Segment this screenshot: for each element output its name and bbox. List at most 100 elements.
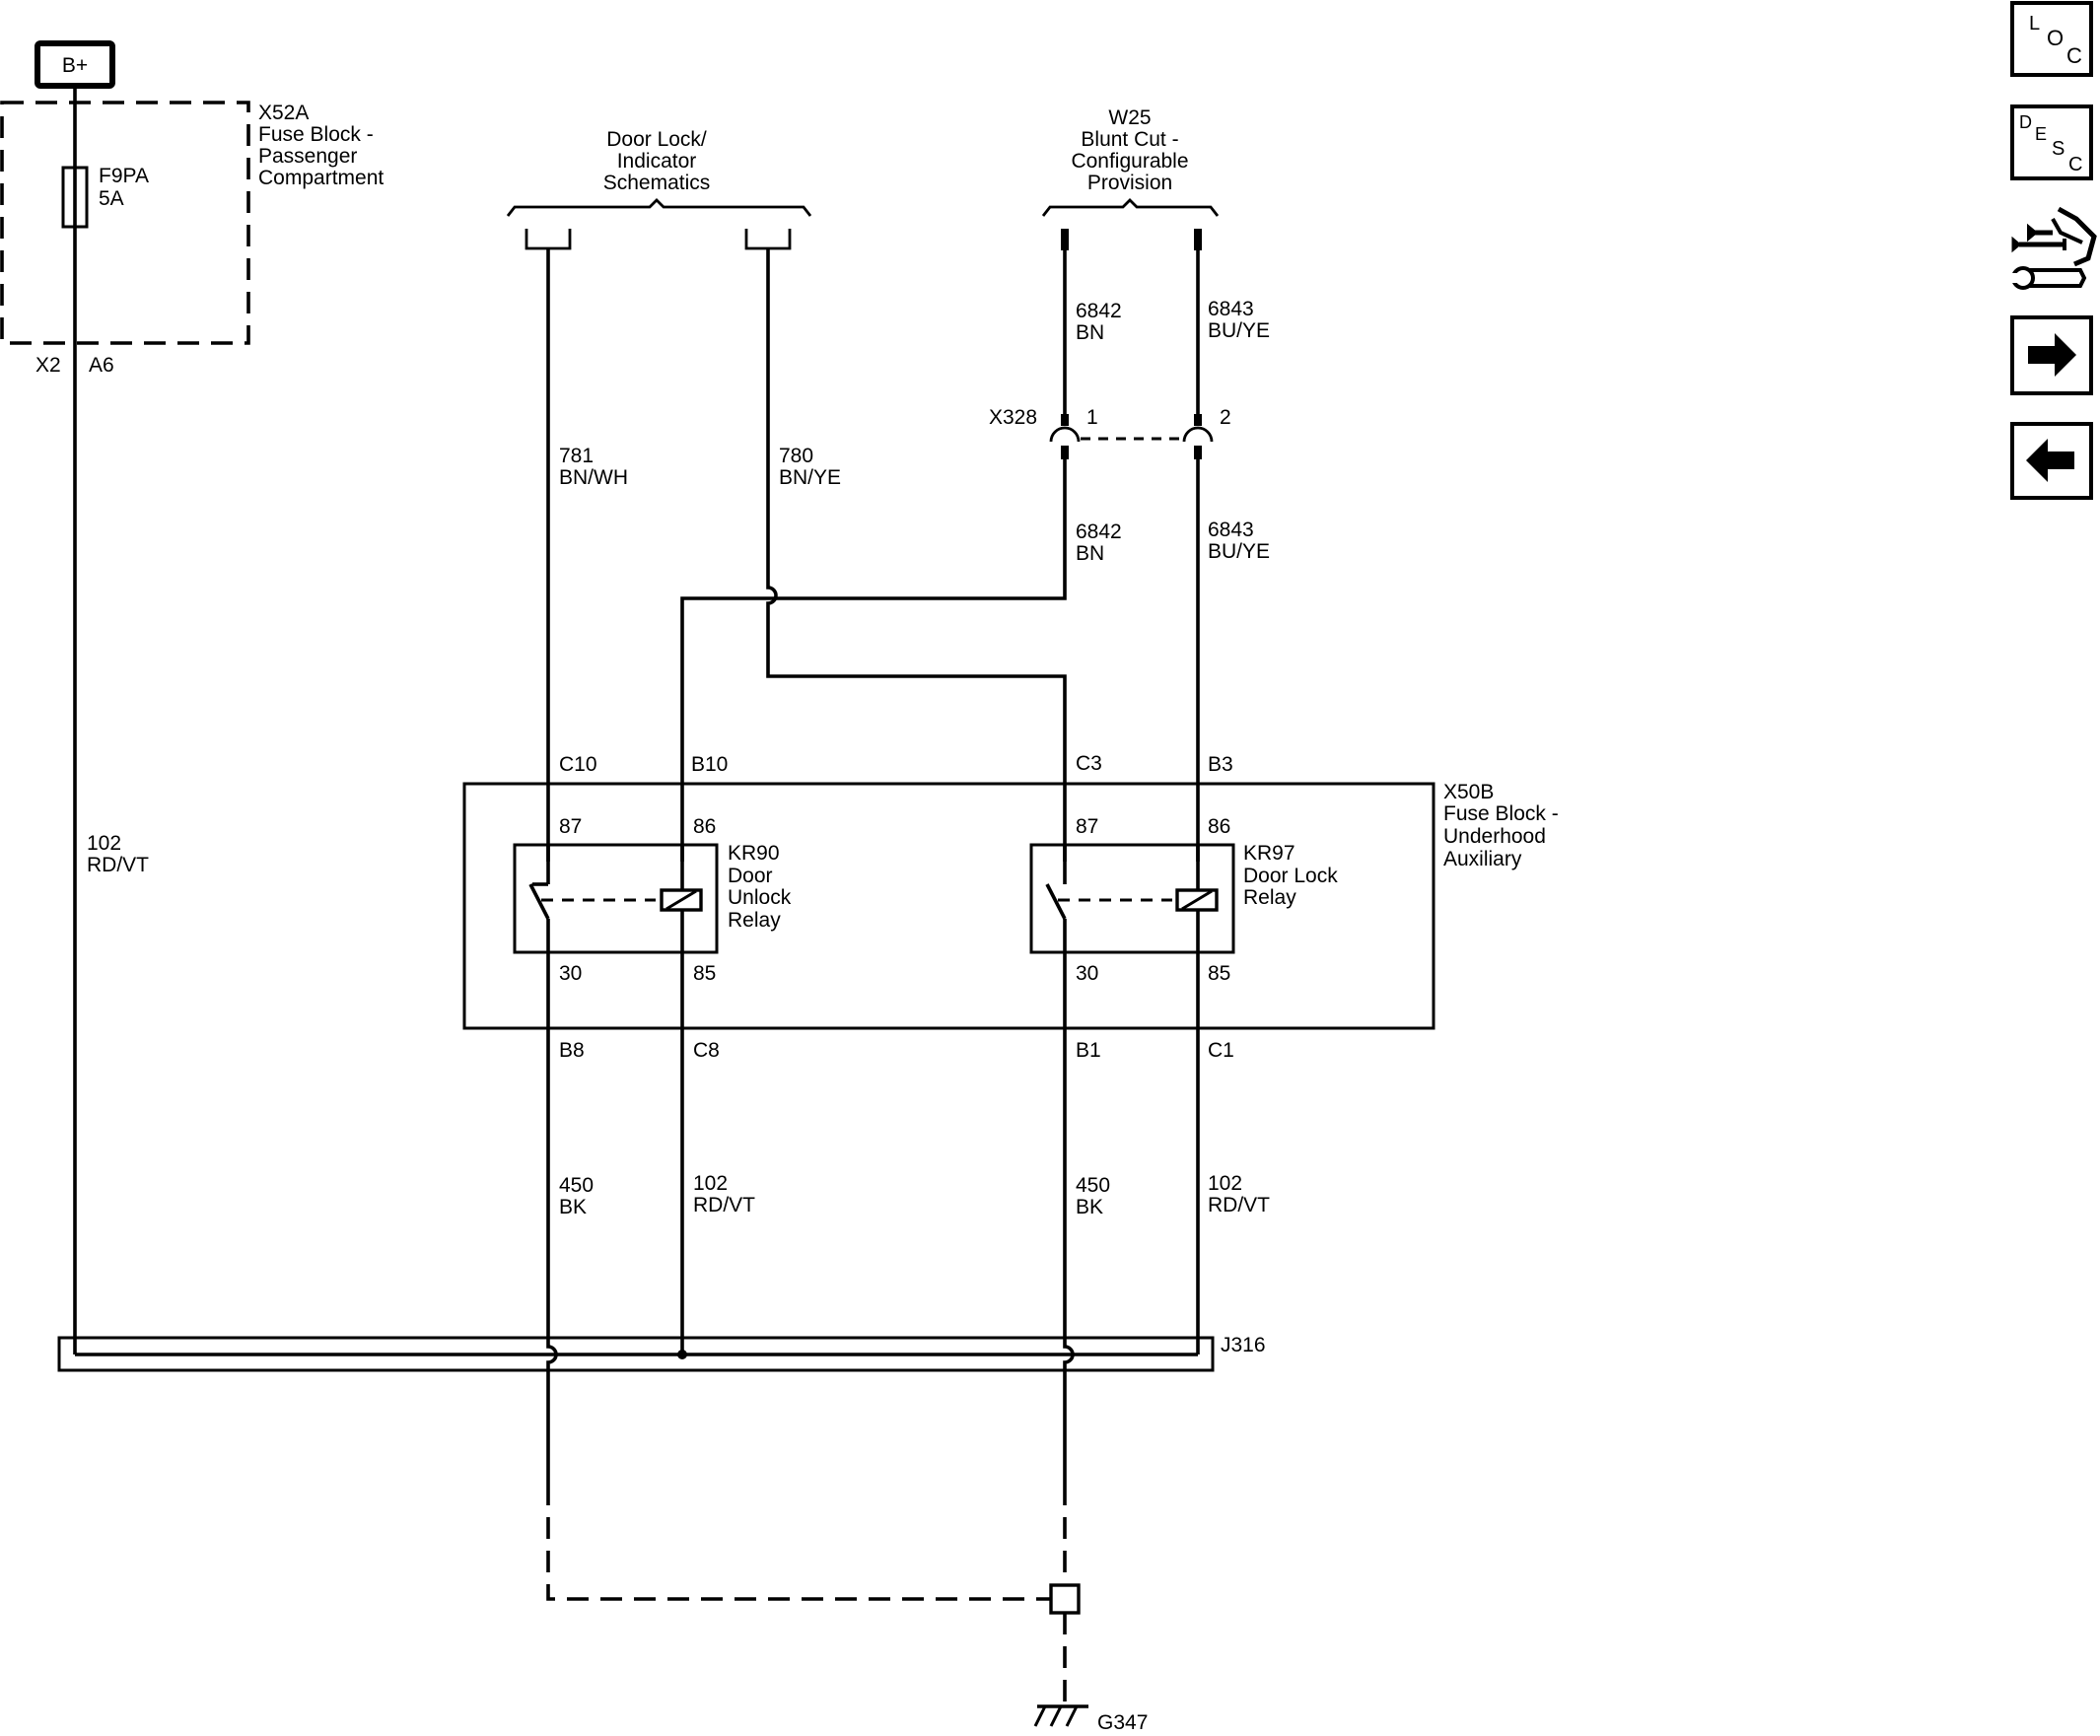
pin-b10: B10 — [691, 753, 728, 776]
power-source: B+ — [35, 40, 115, 89]
fuse-block-passenger-desc3: Compartment — [258, 167, 384, 189]
pin-c8: C8 — [693, 1039, 720, 1062]
x328-id: X328 — [989, 406, 1037, 429]
wire-6842-top-color: BN — [1076, 321, 1104, 344]
x328-pin1: 1 — [1086, 406, 1098, 429]
door-lock-schematics-line2: Indicator — [617, 150, 697, 173]
wire-6843-top-circuit: 6843 — [1208, 298, 1254, 320]
connector-781-socket — [525, 229, 572, 250]
loc-button[interactable]: L O C — [2010, 1, 2093, 77]
arrow-right-icon — [2028, 333, 2076, 377]
desc-button[interactable]: D E S C — [2010, 104, 2093, 180]
wire-450-unlock — [546, 952, 558, 1484]
fuse-block-passenger-desc2: Passenger — [258, 145, 357, 168]
door-lock-schematics-line3: Schematics — [603, 172, 711, 194]
kr90-line3: Relay — [728, 909, 781, 932]
wire-6842-bottom-color: BN — [1076, 542, 1104, 565]
wire-450-b-circuit: 450 — [1076, 1174, 1110, 1197]
pin-b1: B1 — [1076, 1039, 1101, 1062]
loc-letter-l: L — [2029, 13, 2040, 35]
connector-wrench-icon[interactable] — [2011, 206, 2097, 290]
kr97-id: KR97 — [1243, 842, 1295, 865]
kr90-pin85: 85 — [693, 962, 716, 985]
wire-6842-top-circuit: 6842 — [1076, 300, 1122, 322]
w25-line2: Configurable — [1071, 150, 1188, 173]
pin-c3: C3 — [1076, 752, 1102, 775]
relay-kr97 — [1029, 843, 1235, 954]
pin-b3: B3 — [1208, 753, 1233, 776]
kr90-line2: Unlock — [728, 886, 792, 909]
fuse-block-underhood-id: X50B — [1443, 781, 1494, 803]
w25-bracket — [1041, 198, 1220, 217]
kr90-id: KR90 — [728, 842, 780, 865]
wire-780 — [766, 248, 1067, 862]
ground-symbol — [1033, 1704, 1088, 1727]
pin-c1: C1 — [1208, 1039, 1234, 1062]
wire-102-left-circuit: 102 — [87, 832, 121, 855]
kr90-pin87: 87 — [559, 815, 582, 838]
door-lock-schematics-line1: Door Lock/ — [606, 128, 707, 151]
fuse-block-underhood-desc1: Fuse Block - — [1443, 802, 1559, 825]
fuse-block-underhood-outline — [462, 782, 1435, 1030]
wire-102-b-color: RD/VT — [1208, 1194, 1270, 1216]
w25-id: W25 — [1108, 106, 1151, 129]
kr97-pin85: 85 — [1208, 962, 1230, 985]
fuse-block-underhood-desc3: Auxiliary — [1443, 848, 1522, 870]
desc-letter-d: D — [2019, 112, 2032, 132]
wire-102-a-color: RD/VT — [693, 1194, 755, 1216]
pin-b8: B8 — [559, 1039, 585, 1062]
fuse-block-passenger-outline — [0, 101, 250, 345]
fuse-pin-connector: X2 — [35, 354, 61, 377]
desc-letter-c: C — [2068, 154, 2082, 175]
wire-780-circuit: 780 — [779, 445, 813, 467]
splice-j316-id: J316 — [1221, 1334, 1266, 1356]
wire-6843-bottom-color: BU/YE — [1208, 540, 1270, 563]
relay-kr90 — [513, 843, 719, 954]
fuse-pin-number: A6 — [89, 354, 114, 377]
loc-letter-c: C — [2066, 43, 2082, 68]
door-lock-schematics-bracket — [506, 198, 812, 217]
ground-connector-box — [1049, 1583, 1081, 1615]
wire-102-a-circuit: 102 — [693, 1172, 728, 1195]
wire-450-lock — [1063, 952, 1075, 1484]
wire-6843-bottom-circuit: 6843 — [1208, 519, 1254, 541]
desc-letter-s: S — [2052, 138, 2065, 160]
wire-6843-top-color: BU/YE — [1208, 319, 1270, 342]
w25-line3: Provision — [1087, 172, 1172, 194]
next-button[interactable] — [2010, 315, 2093, 395]
kr90-pin30: 30 — [559, 962, 582, 985]
wire-780-color: BN/YE — [779, 466, 841, 489]
arrow-left-icon — [2026, 439, 2074, 482]
wire-781-color: BN/WH — [559, 466, 628, 489]
kr97-pin87: 87 — [1076, 815, 1098, 838]
wire-6842-bottom — [680, 446, 1067, 862]
kr90-line1: Door — [728, 865, 773, 887]
x328-pin2: 2 — [1220, 406, 1231, 429]
ground-id: G347 — [1097, 1711, 1148, 1731]
ground-path-unlock — [546, 1484, 1051, 1601]
wire-450-a-circuit: 450 — [559, 1174, 594, 1197]
wire-102-b-circuit: 102 — [1208, 1172, 1242, 1195]
fuse-rating: 5A — [99, 187, 124, 210]
kr97-line2: Relay — [1243, 886, 1296, 909]
loc-letter-o: O — [2047, 26, 2064, 50]
fuse-block-underhood-desc2: Underhood — [1443, 825, 1546, 848]
kr97-pin86: 86 — [1208, 815, 1230, 838]
wire-102-left-color: RD/VT — [87, 854, 149, 876]
wire-450-b-color: BK — [1076, 1196, 1103, 1218]
splice-j316-bar — [57, 1336, 1215, 1372]
pin-c10: C10 — [559, 753, 597, 776]
power-label: B+ — [62, 54, 88, 77]
prev-button[interactable] — [2010, 422, 2093, 500]
kr97-pin30: 30 — [1076, 962, 1098, 985]
wire-781-circuit: 781 — [559, 445, 594, 467]
kr97-line1: Door Lock — [1243, 865, 1338, 887]
connector-x328 — [1049, 414, 1214, 459]
fuse-block-passenger-id: X52A — [258, 102, 309, 124]
connector-780-socket — [744, 229, 792, 250]
wire-450-a-color: BK — [559, 1196, 587, 1218]
w25-line1: Blunt Cut - — [1081, 128, 1178, 151]
fuse-block-passenger-desc1: Fuse Block - — [258, 123, 374, 146]
